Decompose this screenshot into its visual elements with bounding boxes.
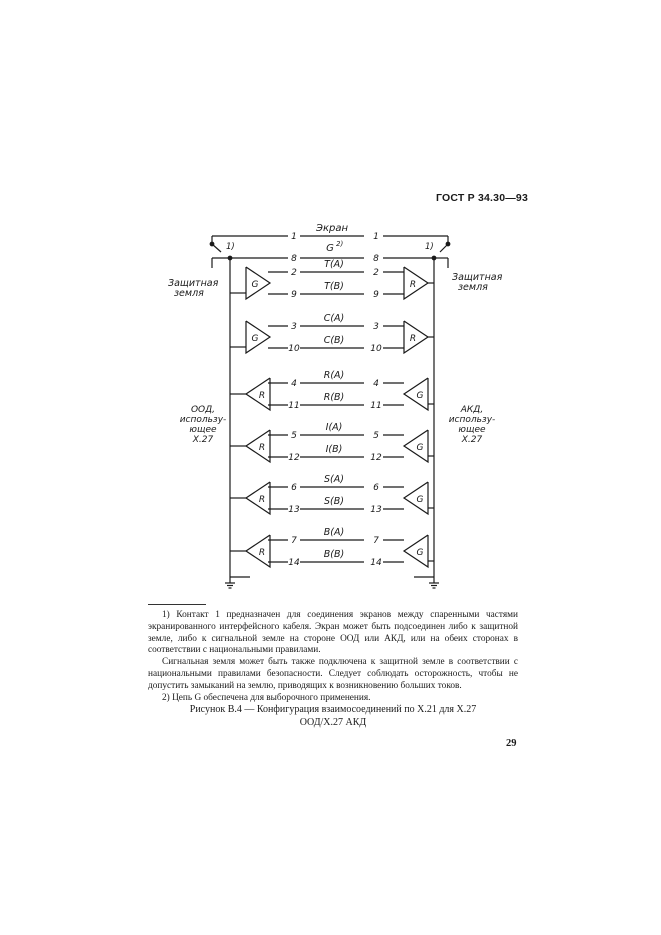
circuit-4-pin-b-right: 12 — [370, 453, 382, 463]
note-left: 1) — [226, 242, 235, 252]
ground-pin-right: 8 — [373, 254, 379, 264]
circuit-6-pin-b-left: 14 — [288, 558, 300, 568]
footnote-rule — [148, 604, 206, 605]
dte-label-2: ющее — [189, 425, 217, 435]
dce-label-0: АКД, — [460, 405, 483, 415]
circuit-1-a-label: T(A) — [324, 259, 344, 270]
circuit-6-a-label: B(A) — [324, 527, 344, 538]
left-bus-node — [227, 255, 233, 261]
circuit-5-pin-a-right: 6 — [373, 483, 379, 493]
circuit-5-right-box-label: G — [417, 495, 424, 505]
circuit-3-pin-b-left: 11 — [288, 401, 299, 411]
shield-label: Экран — [315, 223, 348, 234]
circuit-5-pin-b-left: 13 — [288, 505, 300, 515]
dce-label-1: использу- — [449, 415, 496, 425]
circuit-3-right-driver — [402, 377, 429, 412]
shield-pin-right: 1 — [373, 232, 379, 242]
circuit-2-a-label: C(A) — [324, 313, 345, 324]
dte-label-1: использу- — [180, 415, 227, 425]
shield-pin-left: 1 — [291, 232, 297, 242]
dte-label-3: X.27 — [192, 435, 214, 445]
circuit-4-right-box-label: G — [417, 443, 424, 453]
circuit-1-left-driver — [245, 266, 272, 301]
circuit-6-pin-a-left: 7 — [291, 536, 297, 546]
circuit-3-right-box-label: G — [417, 391, 424, 401]
circuit-5-right-driver — [402, 481, 429, 516]
dte-label-0: ООД, — [191, 405, 215, 415]
circuit-2-right-receiver — [403, 320, 430, 355]
circuit-3-left-receiver — [244, 377, 271, 412]
figure-caption: Рисунок В.4 — Конфигурация взаимосоедине… — [148, 704, 518, 729]
circuit-1-left-box-label: G — [252, 280, 259, 290]
circuit-1-right-box-label: R — [410, 280, 416, 290]
note-right: 1) — [425, 242, 434, 252]
circuit-6-left-receiver — [244, 534, 271, 569]
g-label: G — [326, 243, 334, 254]
circuit-2-pin-b-right: 10 — [370, 344, 382, 354]
circuit-6-right-driver — [402, 534, 429, 569]
ground-pin-left: 8 — [291, 254, 297, 264]
footnote-1-continued: Сигнальная земля может быть также подклю… — [148, 657, 518, 691]
footnote-1: 1) Контакт 1 предназначен для соединения… — [148, 610, 518, 656]
dce-label-3: X.27 — [461, 435, 483, 445]
protective-ground-right-1: Защитная — [452, 272, 503, 283]
circuit-3-a-label: R(A) — [324, 370, 345, 381]
circuit-2-left-driver — [245, 320, 272, 355]
circuit-4-pin-b-left: 12 — [288, 453, 300, 463]
circuit-3-pin-a-left: 4 — [291, 379, 297, 389]
circuit-3-pin-b-right: 11 — [370, 401, 381, 411]
protective-ground-left-2: земля — [174, 288, 204, 299]
circuit-3-pin-a-right: 4 — [373, 379, 379, 389]
circuit-4-pin-a-left: 5 — [291, 431, 297, 441]
circuit-1-pin-b-left: 9 — [291, 290, 297, 300]
circuit-1-pin-b-right: 9 — [373, 290, 379, 300]
footnote-2: 2) Цепь G обеспечена для выборочного при… — [162, 692, 371, 703]
circuit-6-pin-b-right: 14 — [370, 558, 382, 568]
circuit-5-left-box-label: R — [259, 495, 265, 505]
circuit-5-pin-a-left: 6 — [291, 483, 297, 493]
page-number: 29 — [506, 738, 517, 749]
circuit-5-left-receiver — [244, 481, 271, 516]
caption-line-2: ООД/X.27 АКД — [299, 716, 367, 728]
right-switch-node — [445, 241, 451, 247]
circuit-3-left-box-label: R — [259, 391, 265, 401]
right-bus-node — [431, 255, 437, 261]
caption-line-1: Рисунок В.4 — Конфигурация взаимосоедине… — [189, 704, 477, 715]
circuit-6-left-box-label: R — [259, 548, 265, 558]
circuit-2-pin-a-right: 3 — [373, 322, 379, 332]
circuit-4-a-label: I(A) — [326, 422, 343, 433]
circuit-6-right-box-label: G — [417, 548, 424, 558]
circuit-1-right-receiver — [403, 266, 430, 301]
left-switch-node — [209, 241, 215, 247]
circuit-4-pin-a-right: 5 — [373, 431, 379, 441]
circuit-1-b-label: T(B) — [324, 281, 344, 292]
circuit-4-b-label: I(B) — [326, 444, 343, 455]
circuit-2-b-label: C(B) — [324, 335, 345, 346]
circuit-2-pin-b-left: 10 — [288, 344, 300, 354]
circuit-4-left-receiver — [244, 429, 271, 464]
circuit-4-right-driver — [402, 429, 429, 464]
footnotes: 1) Контакт 1 предназначен для соединения… — [148, 610, 518, 704]
dce-label-2: ющее — [458, 425, 486, 435]
circuit-4-left-box-label: R — [259, 443, 265, 453]
protective-ground-left-1: Защитная — [168, 278, 219, 289]
circuit-2-pin-a-left: 3 — [291, 322, 297, 332]
circuit-6-pin-a-right: 7 — [373, 536, 379, 546]
circuit-2-left-box-label: G — [252, 334, 259, 344]
protective-ground-right-2: земля — [458, 282, 488, 293]
circuit-1-pin-a-left: 2 — [291, 268, 297, 278]
circuit-2-right-box-label: R — [410, 334, 416, 344]
circuit-1-pin-a-right: 2 — [373, 268, 379, 278]
circuit-6-b-label: B(B) — [324, 549, 344, 560]
circuit-5-b-label: S(B) — [324, 496, 344, 507]
g-sup: 2) — [336, 240, 343, 248]
circuit-5-pin-b-right: 13 — [370, 505, 382, 515]
standard-header: ГОСТ Р 34.30—93 — [436, 192, 529, 204]
circuit-5-a-label: S(A) — [324, 474, 344, 485]
circuit-3-b-label: R(B) — [324, 392, 345, 403]
